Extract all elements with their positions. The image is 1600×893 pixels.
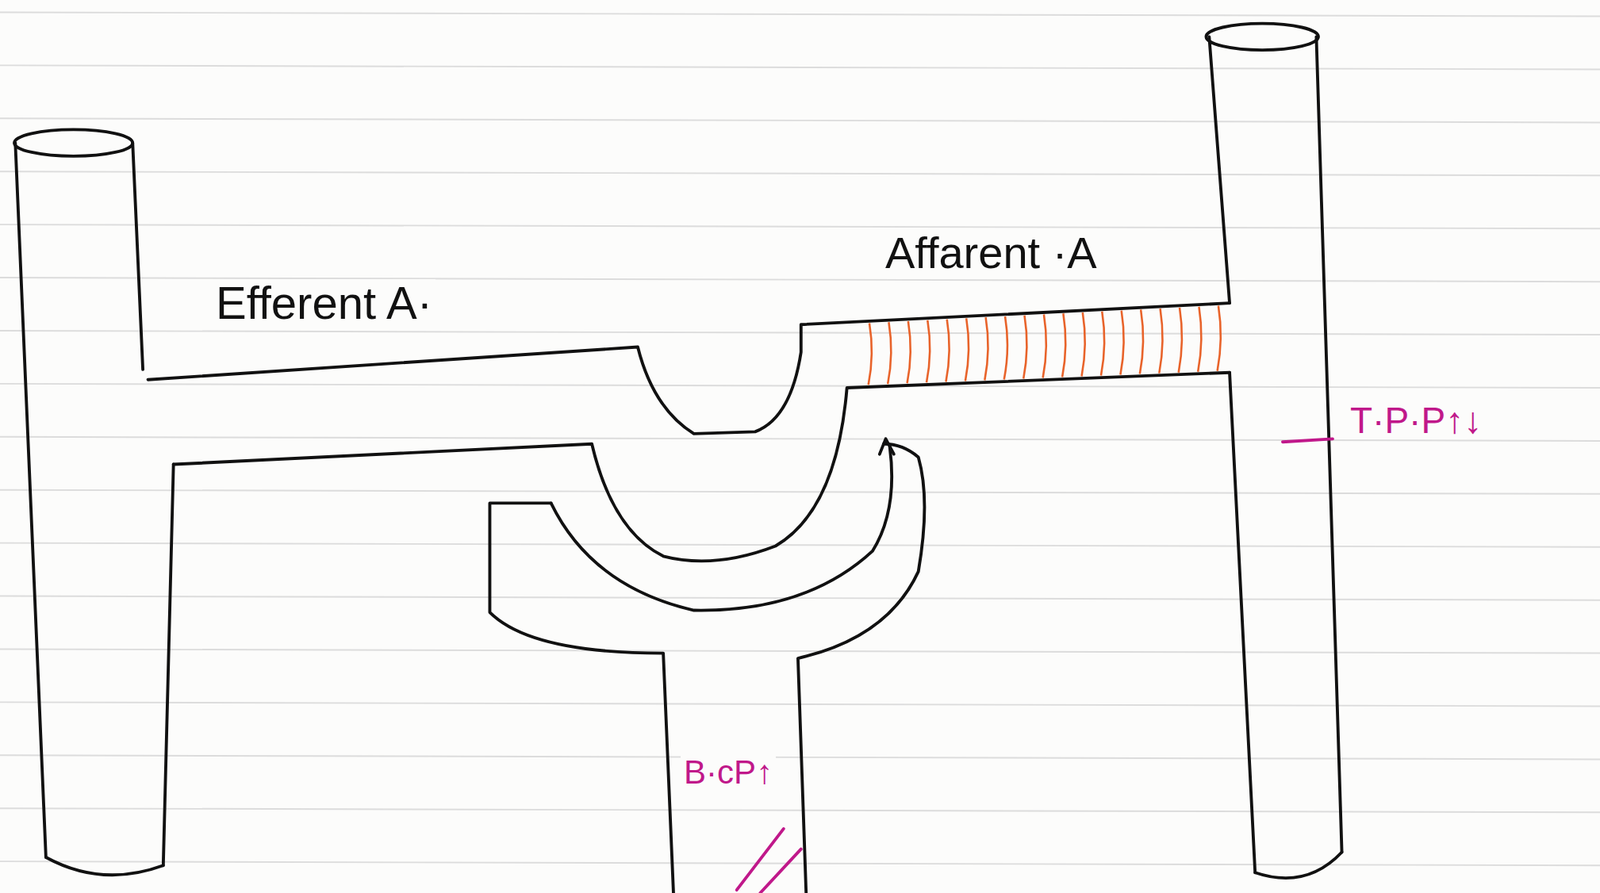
stripe (1158, 308, 1163, 373)
leader-line (1282, 438, 1333, 442)
arrow-head (879, 438, 895, 454)
hatch-mark (759, 849, 801, 893)
hatch-mark (736, 828, 784, 891)
afferent-stripes (868, 305, 1221, 385)
vessel-wall (132, 142, 143, 370)
vessel-top (1205, 23, 1318, 50)
stripe (1043, 314, 1047, 378)
ruled-line (0, 11, 1600, 16)
stripe (1082, 312, 1086, 377)
stripe (965, 318, 969, 381)
vessel-wall (15, 142, 47, 858)
vessel-wall (1208, 36, 1230, 304)
vessel-bottom (1254, 852, 1342, 879)
ruled-line (0, 648, 1600, 653)
pressure-label: B·cP↑ (680, 755, 776, 791)
vessel-wall (1316, 36, 1342, 852)
ruled-line (0, 808, 1600, 813)
capsule-wall (489, 502, 674, 893)
stripe (907, 321, 911, 384)
ruled-line (0, 543, 1600, 548)
stripe (1178, 307, 1182, 373)
ruled-line (0, 171, 1600, 176)
vessel-wall (163, 464, 174, 867)
vessel-label: Efferent A· (212, 279, 436, 328)
vessel-bottom (46, 857, 164, 875)
vessel-label: Affarent ·A (882, 230, 1101, 277)
capsule-inner (551, 447, 893, 611)
stripe (887, 322, 891, 384)
capsule-wall (798, 444, 925, 893)
ruled-line (0, 118, 1600, 123)
stripe (1197, 306, 1201, 373)
stripe (1023, 315, 1027, 380)
ruled-line (0, 65, 1600, 70)
ruled-line (0, 861, 1600, 866)
arteriole-wall (173, 372, 1230, 562)
vessel-wall (1229, 372, 1255, 874)
vessel-top (14, 129, 133, 156)
stripe (1062, 313, 1066, 377)
stripe (1101, 311, 1105, 377)
ruled-line (0, 224, 1600, 229)
stripe (984, 317, 988, 380)
ruled-line (0, 490, 1600, 495)
stripe (926, 320, 930, 384)
ruled-line (0, 596, 1600, 601)
stripe (1139, 309, 1144, 374)
stripe (945, 319, 949, 383)
stripe (1004, 316, 1008, 380)
stripe (868, 322, 872, 385)
pressure-label: T·P·P↑↓ (1346, 401, 1485, 440)
stripe (1120, 310, 1124, 376)
ruled-line (0, 383, 1600, 388)
stripe (1217, 305, 1221, 371)
